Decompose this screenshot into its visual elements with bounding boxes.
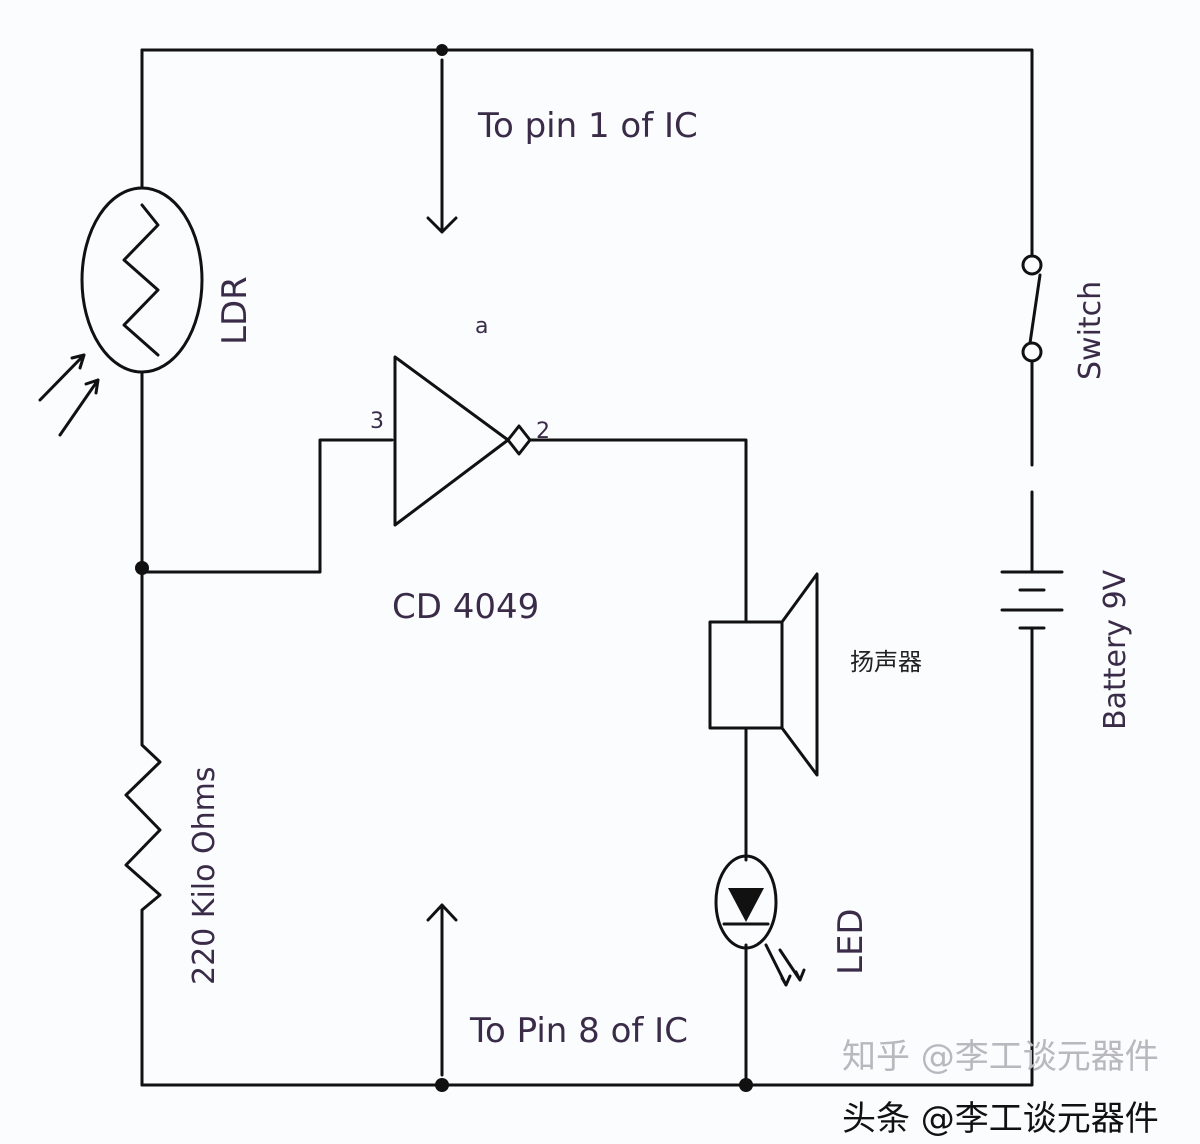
input-wire (140, 438, 394, 574)
inverter-symbol (393, 355, 510, 527)
ldr-symbol (80, 186, 204, 374)
switch-contact-top (1021, 254, 1043, 276)
label-battery: Battery 9V (1098, 569, 1133, 730)
label-to-pin1: To pin 1 of IC (477, 106, 698, 146)
speaker-symbol (708, 620, 784, 730)
label-switch: Switch (1073, 281, 1108, 380)
led-symbol (714, 854, 778, 950)
ldr-zigzag (122, 203, 160, 357)
label-pin-in: 3 (370, 409, 384, 434)
label-led: LED (831, 908, 871, 975)
battery-symbol (1000, 490, 1064, 642)
label-pin-out: 2 (536, 419, 550, 444)
label-to-pin8: To Pin 8 of IC (469, 1011, 688, 1051)
speaker-cone (780, 572, 819, 777)
watermark-toutiao: 头条 @李工谈元器件 (842, 1099, 1159, 1139)
junction-led (739, 1078, 753, 1092)
switch-contact-bottom (1021, 341, 1043, 363)
label-ldr: LDR (215, 276, 255, 345)
label-speaker: 扬声器 (850, 648, 922, 676)
arrow-down-icon (426, 58, 458, 234)
watermark-zhihu: 知乎 @李工谈元器件 (842, 1037, 1159, 1077)
junction-top (436, 44, 448, 56)
led-light-icon (764, 943, 806, 987)
arrow-up-icon (426, 903, 458, 1077)
light-arrows-icon (38, 353, 100, 437)
inverter-bubble (506, 424, 532, 456)
label-ic: CD 4049 (392, 587, 539, 627)
label-resistor: 220 Kilo Ohms (187, 766, 222, 985)
resistor-symbol (124, 570, 162, 1087)
label-pin-top: a (475, 314, 488, 339)
led-diode (728, 888, 764, 922)
output-wire (528, 438, 748, 624)
switch-lever (1028, 273, 1042, 467)
junction-bottom (435, 1078, 449, 1092)
top-wire (140, 48, 1034, 257)
